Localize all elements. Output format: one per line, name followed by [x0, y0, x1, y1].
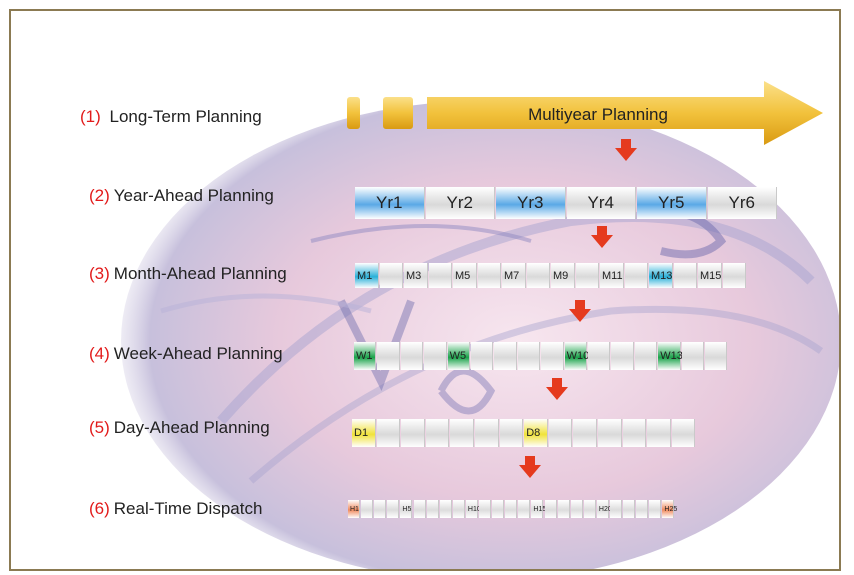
timeline-cell: [634, 342, 658, 370]
row-label-2: (2)Year-Ahead Planning: [89, 186, 274, 205]
timeline-cell: [494, 342, 517, 370]
timeline-cell: [622, 419, 647, 447]
timeline-cell: [541, 342, 564, 370]
timeline-cell: [681, 342, 704, 370]
row-label-1: (1) Long-Term Planning: [80, 107, 262, 126]
timeline-cell: [583, 500, 596, 518]
timeline-cell: H20: [596, 500, 612, 518]
timeline-cell: Yr6: [707, 187, 777, 219]
timeline-cell: [428, 263, 452, 288]
timeline-cell: Yr1: [355, 187, 425, 219]
timeline-cell: M13: [649, 263, 673, 288]
timeline-cell: M9: [551, 263, 575, 288]
timeline-cell: M11: [600, 263, 624, 288]
row-label-3: (3)Month-Ahead Planning: [89, 264, 287, 283]
timeline-cell: [400, 342, 424, 370]
timeline-cell: [526, 263, 550, 288]
timeline-cell: H15: [531, 500, 546, 518]
timeline-cell: M7: [502, 263, 526, 288]
timeline-cell: M5: [453, 263, 477, 288]
timeline-cell: [611, 342, 634, 370]
multiyear-label: Multiyear Planning: [528, 105, 668, 124]
timeline-cell: [413, 500, 426, 518]
timeline-cell: [376, 419, 401, 447]
timeline-cell: H5: [400, 500, 413, 518]
timeline-cell: [424, 342, 447, 370]
timeline-cell: Yr3: [496, 187, 566, 219]
timeline-cell: Yr2: [425, 187, 495, 219]
timeline-cell: [588, 342, 611, 370]
timeline-cell: [492, 500, 505, 518]
timeline-cell: [505, 500, 518, 518]
timeline-cell: [450, 419, 474, 447]
timeline-cell: [387, 500, 400, 518]
timeline-cell: [475, 419, 499, 447]
timeline-cell: [439, 500, 452, 518]
row-label-6: (6)Real-Time Dispatch: [89, 499, 263, 518]
timeline-cell: [705, 342, 728, 370]
timeline-cell: W5: [447, 342, 470, 370]
timeline-cell: [624, 263, 648, 288]
down-arrow-icon: [615, 139, 637, 161]
timeline-cell: [379, 263, 403, 288]
timeline-cell: [471, 342, 494, 370]
timeline-cell: [518, 500, 531, 518]
timeline-cell: [361, 500, 374, 518]
row-label-4: (4)Week-Ahead Planning: [89, 344, 283, 363]
timeline-cell: [623, 500, 636, 518]
timeline-cell: Yr4: [566, 187, 636, 219]
down-arrow-icon: [546, 378, 568, 400]
timeline-cell: H1: [348, 500, 361, 518]
timeline-cell: D8: [524, 419, 548, 447]
timeline-cell: [548, 419, 573, 447]
down-arrow-icon: [569, 300, 591, 322]
timeline-cell: [544, 500, 557, 518]
timeline-cell: [647, 419, 671, 447]
timeline-cell: W1: [354, 342, 377, 370]
timeline-cell: H25: [662, 500, 677, 518]
down-arrow-icon: [519, 456, 541, 478]
diagram-frame: (1) Long-Term Planning (2)Year-Ahead Pla…: [9, 9, 841, 571]
row-label-5: (5)Day-Ahead Planning: [89, 418, 270, 437]
timeline-cell: [598, 419, 622, 447]
timeline-cell: [479, 500, 492, 518]
timeline-cell: M3: [404, 263, 428, 288]
timeline-cell: [499, 419, 524, 447]
timeline-cell: D1: [352, 419, 376, 447]
timeline-cell: [573, 419, 597, 447]
timeline-cell: [722, 263, 746, 288]
multiyear-arrow: [347, 81, 823, 145]
timeline-cell: [557, 500, 570, 518]
timeline-cell: [610, 500, 623, 518]
timeline-cell: [671, 419, 696, 447]
timeline-cell: [649, 500, 662, 518]
timeline-cell: [374, 500, 387, 518]
timeline-cell: [377, 342, 400, 370]
timeline-cell: [570, 500, 583, 518]
timeline-cell: [673, 263, 697, 288]
background-art: [121, 81, 839, 569]
timeline-cell: [575, 263, 599, 288]
timeline-cell: [452, 500, 465, 518]
timeline-cell: [426, 500, 439, 518]
timeline-cell: M1: [355, 263, 379, 288]
timeline-cell: [636, 500, 649, 518]
timeline-cell: [401, 419, 425, 447]
timeline-cell: W10: [564, 342, 589, 370]
timeline-cell: M15: [698, 263, 722, 288]
timeline-cell: [517, 342, 541, 370]
timeline-cell: [477, 263, 501, 288]
timeline-cell: W13: [658, 342, 683, 370]
timeline-cell: Yr5: [637, 187, 707, 219]
down-arrow-icon: [591, 226, 613, 248]
timeline-cell: H10: [465, 500, 481, 518]
timeline-cell: [425, 419, 450, 447]
